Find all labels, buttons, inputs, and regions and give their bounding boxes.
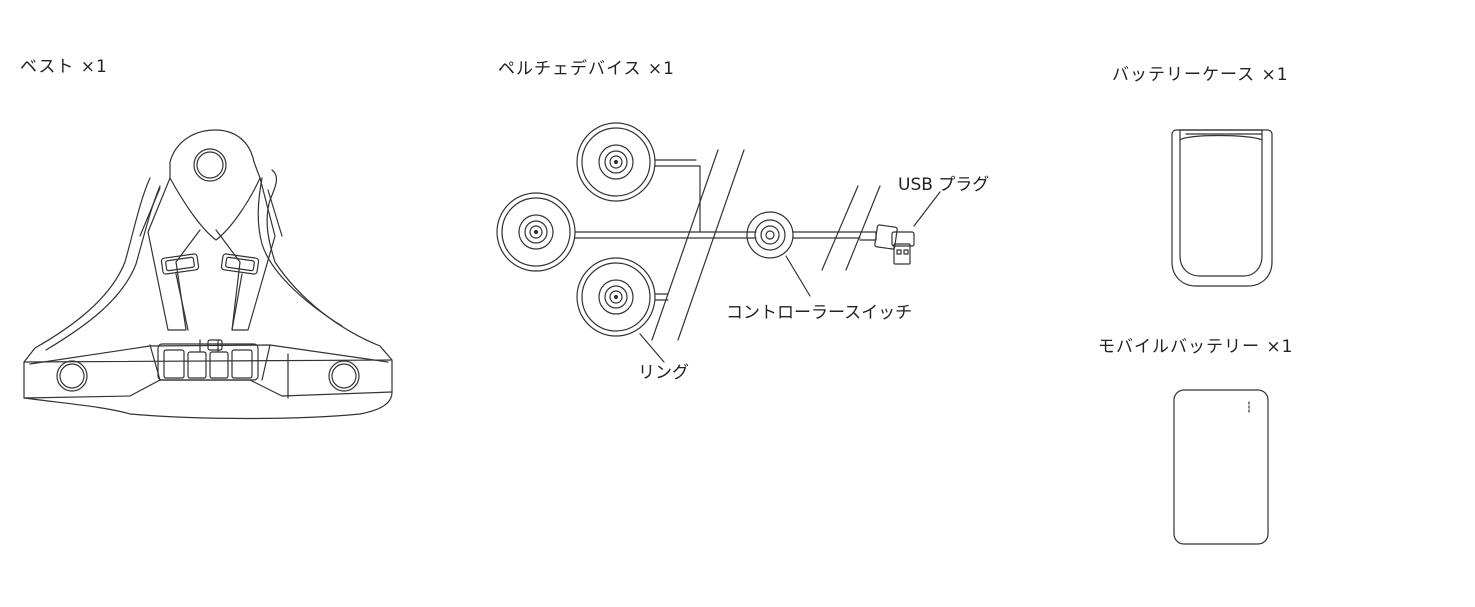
battery-case-illustration (1172, 130, 1272, 286)
vest-illustration (24, 130, 392, 419)
controller-switch-leader (786, 256, 810, 296)
vest-left-pad (57, 361, 87, 391)
usb-plug-leader (914, 192, 940, 226)
vest-right-pad (329, 361, 359, 391)
controller-switch (747, 212, 793, 258)
vest-neck-pad (194, 149, 226, 181)
vest-back-panel (170, 130, 260, 240)
usb-plug (860, 225, 914, 264)
peltier-ring-middle (497, 193, 575, 271)
peltier-device-illustration (497, 123, 940, 362)
vest-body-outline (24, 170, 392, 419)
mobile-battery-illustration (1174, 390, 1268, 544)
peltier-ring-top (577, 123, 655, 201)
vest-waist-belt (24, 360, 392, 362)
peltier-ring-bottom (577, 258, 655, 336)
